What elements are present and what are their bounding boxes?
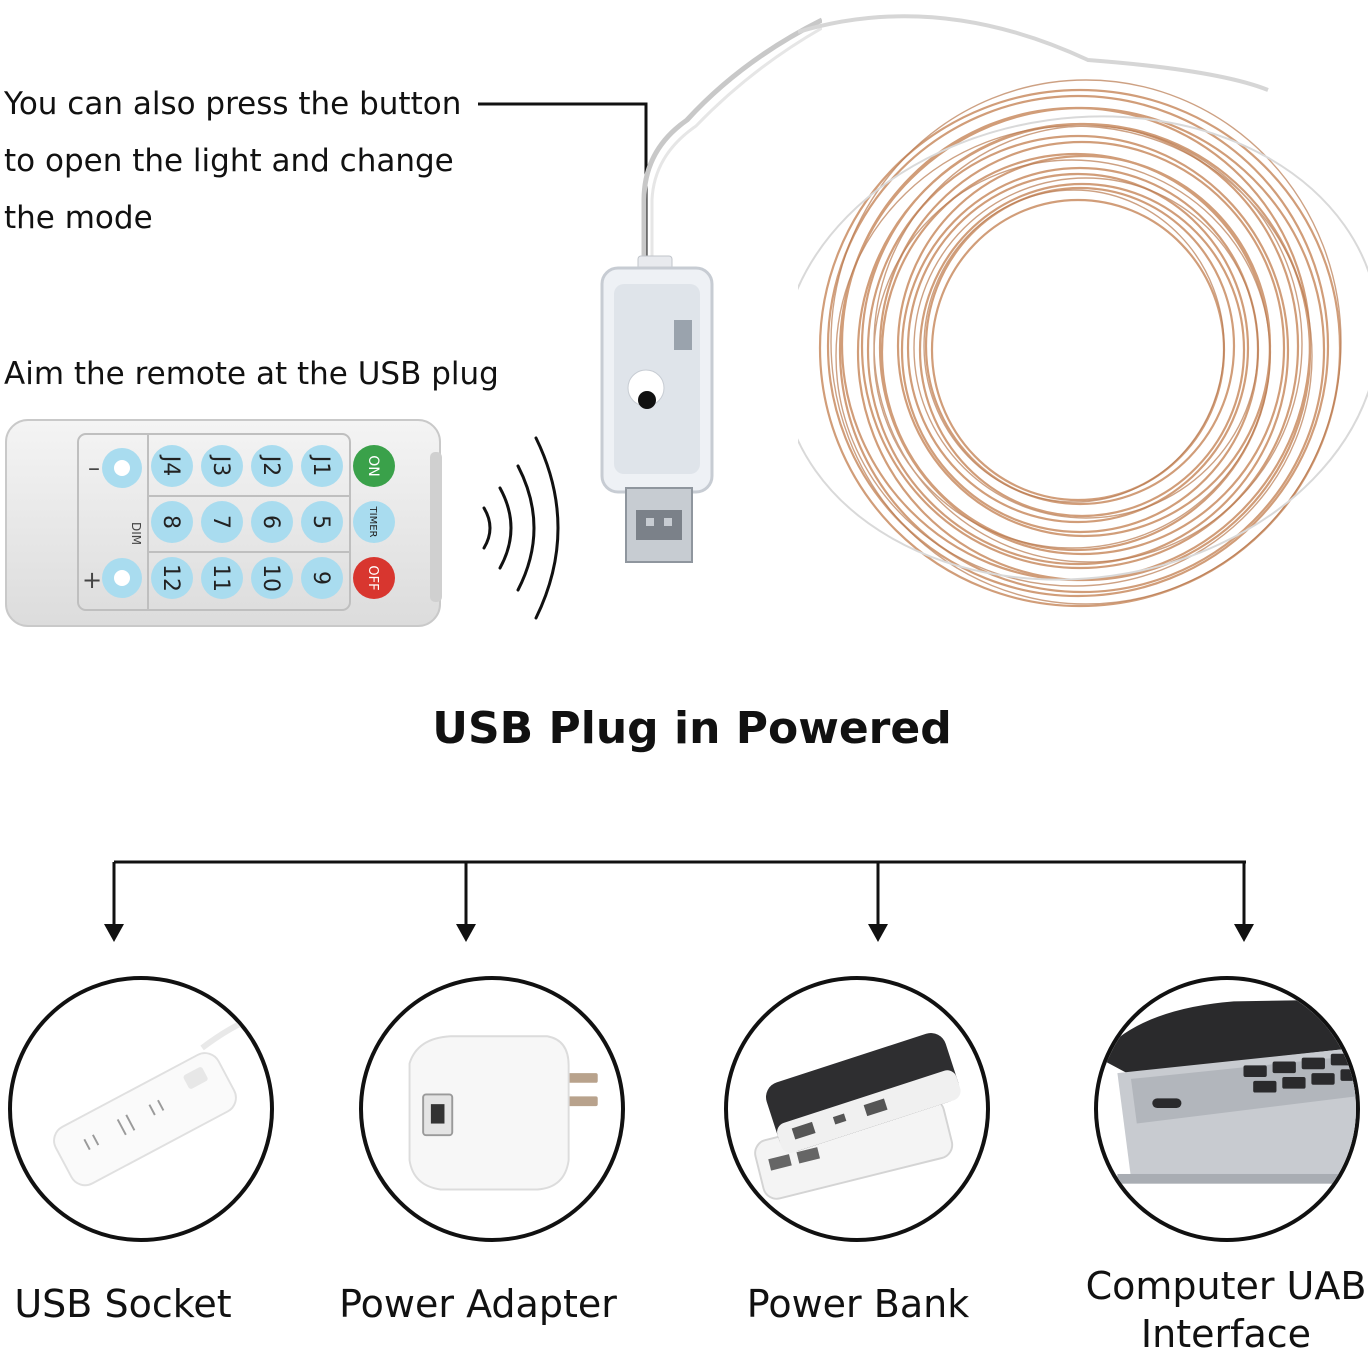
power-bank-circle: [724, 976, 990, 1242]
page-title: USB Plug in Powered: [432, 703, 952, 754]
laptop-label: Computer UAB Interface: [1084, 1262, 1368, 1358]
remote-key-12: 12: [151, 557, 193, 599]
ir-signal-waves-icon: [482, 436, 560, 620]
svg-text:J3: J3: [208, 454, 233, 477]
remote-key-on: ON: [353, 445, 395, 487]
remote-key-off: OFF: [353, 557, 395, 599]
svg-text:5: 5: [308, 515, 333, 529]
svg-text:J1: J1: [308, 454, 333, 477]
remote-key-5: 5: [301, 501, 343, 543]
remote-key-7: 7: [201, 501, 243, 543]
remote-key-11: 11: [201, 557, 243, 599]
remote-key-8: 8: [151, 501, 193, 543]
remote-key-j2: J2: [251, 445, 293, 487]
remote-dim-label: DIM: [129, 522, 143, 545]
remote-key-j1: J1: [301, 445, 343, 487]
power-adapter-circle: [359, 976, 625, 1242]
button-annotation: You can also press the button to open th…: [4, 76, 461, 247]
svg-text:7: 7: [208, 515, 233, 529]
usb-plug: [600, 17, 822, 563]
usb-socket-label: USB Socket: [14, 1282, 232, 1326]
button-annotation-line-3: the mode: [4, 200, 153, 236]
svg-text:ON: ON: [365, 455, 381, 477]
copper-wire-coil: [798, 14, 1368, 608]
power-strip-icon: [53, 1012, 267, 1187]
remote-control: – + DIM J4 J3 J2 J1 8 7 6 5 12 11 10 9 O…: [5, 419, 442, 627]
svg-text:10: 10: [258, 564, 283, 592]
remote-brightness-keys: [102, 448, 142, 598]
remote-key-10: 10: [251, 557, 293, 599]
laptop-circle: [1094, 976, 1360, 1242]
svg-text:J4: J4: [158, 454, 183, 477]
remote-key-j3: J3: [201, 445, 243, 487]
power-bank-icon: [754, 1033, 961, 1200]
svg-text:11: 11: [208, 564, 233, 592]
svg-text:TIMER: TIMER: [367, 506, 378, 538]
button-annotation-line-2: to open the light and change: [4, 143, 454, 179]
svg-text:8: 8: [158, 515, 183, 529]
power-bank-label: Power Bank: [746, 1282, 970, 1326]
remote-plus-label: +: [82, 566, 102, 594]
distribution-arrows: [104, 860, 1254, 942]
svg-text:6: 6: [258, 515, 283, 529]
power-adapter-label: Power Adapter: [339, 1282, 617, 1326]
remote-key-6: 6: [251, 501, 293, 543]
remote-key-timer: TIMER: [353, 501, 395, 543]
svg-text:OFF: OFF: [365, 565, 380, 590]
svg-text:J2: J2: [258, 454, 283, 477]
button-annotation-line-1: You can also press the button: [4, 86, 462, 122]
remote-annotation: Aim the remote at the USB plug: [4, 356, 499, 392]
laptop-usb-port-icon: [1098, 999, 1356, 1184]
remote-minus-label: –: [88, 454, 100, 482]
svg-text:12: 12: [158, 564, 183, 592]
svg-text:9: 9: [308, 571, 333, 585]
laptop-label-line-2: Interface: [1140, 1312, 1312, 1356]
laptop-label-line-1: Computer UAB: [1085, 1264, 1367, 1308]
remote-key-9: 9: [301, 557, 343, 599]
power-adapter-icon: [408, 1035, 598, 1191]
usb-socket-circle: [8, 976, 274, 1242]
remote-key-j4: J4: [151, 445, 193, 487]
usb-plug-button: [638, 391, 656, 409]
